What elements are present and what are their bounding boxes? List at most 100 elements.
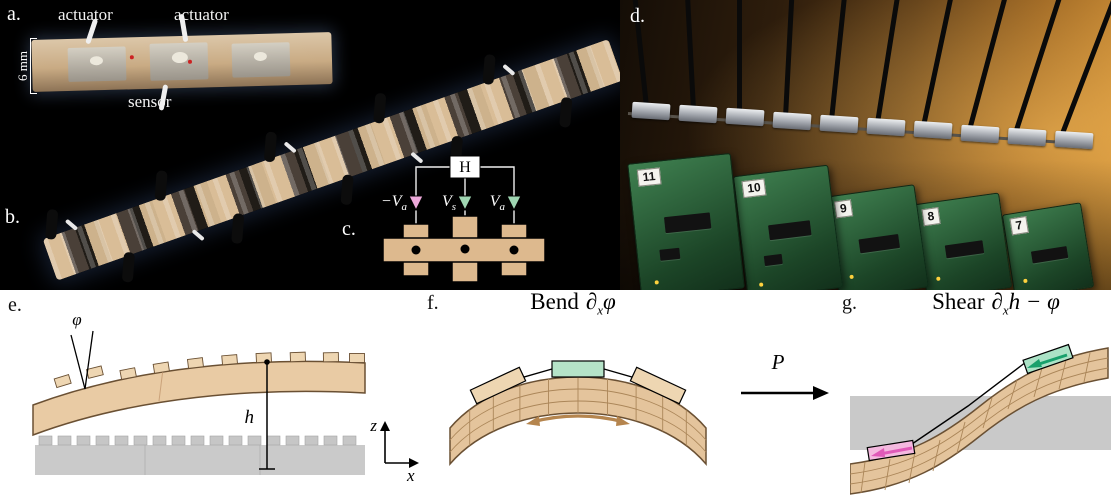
beam-seam (158, 368, 164, 402)
expansion-arrow (526, 414, 630, 426)
chain-module (772, 111, 812, 131)
green-actuator-pad (551, 360, 605, 378)
pcb-board: 7 (1001, 202, 1095, 290)
pcb-tag: 11 (636, 167, 662, 187)
chain-module (819, 114, 859, 134)
beam-teeth (53, 351, 365, 389)
panel-c-schematic: H −Va Vs Va (381, 155, 546, 283)
va-triangle (506, 195, 522, 212)
vs-triangle (457, 195, 473, 212)
cable (783, 0, 795, 118)
panel-e-label: e. (8, 294, 22, 316)
panel-f-label: f. (427, 292, 439, 314)
shear-beam-grid (850, 352, 1109, 494)
red-marker-dot (129, 55, 134, 60)
panel-e-diagram: φ h z x (32, 310, 419, 485)
vs-label: Vs (442, 193, 456, 213)
sensor-wire (502, 63, 516, 76)
linkage-lines (911, 361, 1027, 445)
cable (829, 0, 848, 121)
cable-stub (231, 213, 245, 244)
chain-module (1054, 130, 1094, 150)
h-box (449, 155, 481, 179)
led (758, 282, 764, 287)
base-teeth (38, 435, 357, 446)
green-arrow (1027, 353, 1068, 368)
pcb-tag: 10 (741, 178, 767, 199)
pcb-board: 11 (627, 152, 745, 290)
chain-module (1007, 127, 1047, 147)
coordinate-axes (380, 421, 419, 468)
height-line (259, 359, 275, 470)
contact-dots (411, 244, 519, 255)
chain-module (678, 104, 718, 124)
axis-x-label: x (406, 466, 415, 485)
actuator-label-right: actuator (174, 5, 229, 24)
cable-stub (373, 92, 387, 124)
arrow-head (813, 386, 829, 400)
cable-stub (559, 96, 573, 128)
panel-b-label: b. (5, 206, 20, 228)
red-marker-dot (187, 59, 193, 64)
panel-f-title: Bend∂xφ (530, 289, 616, 318)
sensor-wire (191, 229, 205, 242)
actuator-label-left: actuator (58, 5, 113, 24)
chain-module (631, 101, 671, 121)
axis-z-label: z (369, 416, 377, 435)
chain-module (725, 107, 765, 127)
base-substrate (35, 435, 365, 475)
led (849, 274, 854, 280)
cable (684, 0, 696, 111)
height-label: h (245, 407, 255, 428)
ic-chip (768, 220, 812, 241)
sensor-wire (64, 218, 79, 231)
va-label: Va (490, 193, 506, 213)
cable-stub (340, 174, 354, 206)
panel-g-title: Shear∂xh − φ (932, 289, 1060, 318)
pcb-tag: 8 (921, 207, 941, 227)
ic-chip (659, 247, 681, 261)
cable-stub (154, 170, 168, 202)
neg-va-triangle (408, 195, 424, 212)
curved-beam (32, 360, 366, 437)
pcb-board: 8 (913, 192, 1013, 290)
device-strip-a (31, 13, 333, 111)
ic-chip (1030, 246, 1069, 264)
cable (1013, 0, 1064, 134)
cable-stub (45, 209, 59, 240)
cable-stub (263, 131, 278, 163)
shear-beam (850, 347, 1109, 495)
scale-bracket (30, 38, 37, 94)
sensor-wire (283, 141, 297, 154)
pcb-tag: 7 (1009, 216, 1029, 236)
pressure-arrow: P (741, 350, 829, 400)
ic-chip (763, 253, 783, 267)
scale-label: 6 mm (15, 51, 30, 81)
cable-stub (121, 251, 136, 283)
led (654, 280, 659, 285)
chain-module (960, 124, 1000, 144)
side-pad-left (469, 366, 527, 405)
led (1023, 278, 1028, 284)
panel-d-photo: 11 10 9 8 7 (620, 0, 1111, 290)
cable (875, 0, 902, 124)
side-pad-right (629, 366, 687, 405)
pcb-board: 10 (732, 164, 844, 290)
pcb-tag: 9 (833, 199, 853, 219)
sensor-label: sensor (128, 92, 172, 111)
chain-module (866, 117, 906, 137)
cable-stub (482, 54, 496, 85)
top-photo-band: a. actuator actuator sensor 6 mm b. (0, 0, 1111, 290)
cable (1059, 0, 1111, 137)
panel-g-diagram (850, 343, 1111, 495)
cable (967, 0, 1010, 131)
cable (921, 0, 956, 127)
panel-f-diagram (449, 360, 707, 467)
h-box-label: H (459, 159, 471, 176)
pink-arrow (871, 446, 913, 457)
chain-module (913, 120, 953, 140)
ic-chip (858, 233, 901, 254)
ic-chip (663, 212, 712, 234)
panel-c-label: c. (342, 218, 356, 240)
